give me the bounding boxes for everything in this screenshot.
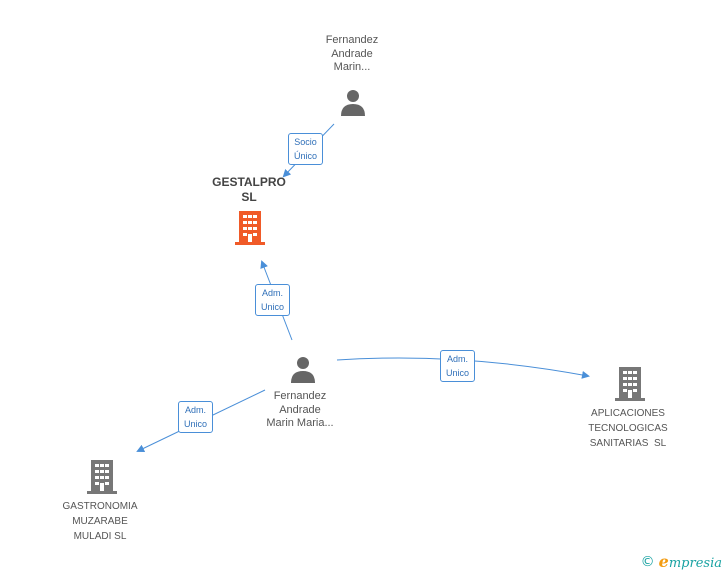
edge-label-adm-gestalpro[interactable]: Adm. Unico (255, 284, 291, 316)
label-line: Fernandez (325, 34, 379, 46)
label-line: Marin Maria... (266, 417, 334, 429)
label-line: Andrade (331, 47, 373, 60)
label-line: TECNOLOGICAS (588, 423, 668, 434)
label-line: GASTRONOMIA (62, 501, 138, 512)
brand-rest: mpresia (668, 556, 722, 571)
label-line: APLICACIONES (591, 408, 665, 419)
person-icon[interactable] (289, 355, 317, 383)
copyright-icon: © (640, 553, 655, 570)
label-line: MULADI SL (73, 531, 127, 542)
label-line: SANITARIAS SL (589, 438, 667, 449)
gastronomia-label[interactable]: GASTRONOMIA MUZARABE MULADI SL (62, 499, 137, 544)
label-line: Marin... (333, 61, 371, 73)
empresia-logo: empresia (659, 552, 722, 571)
edge-label-adm-gastronomia[interactable]: Adm. Unico (178, 401, 214, 433)
edge-label-line: Adm. (185, 405, 207, 415)
edge-label-line: Socio (294, 137, 317, 147)
company-building-icon[interactable] (615, 367, 645, 401)
edge-label-adm-aplicaciones[interactable]: Adm. Unico (440, 350, 476, 382)
edge-label-line: Adm. (447, 354, 469, 364)
gestalpro-label[interactable]: GESTALPRO SL (212, 175, 286, 205)
empresia-footer[interactable]: © empresia (641, 552, 722, 571)
edge-label-line: Unico (446, 368, 470, 378)
label-line: SL (241, 190, 257, 204)
person-top-label[interactable]: Fernandez Andrade Marin... (326, 34, 379, 75)
edge-label-line: Unico (184, 419, 208, 429)
brand-initial: e (658, 552, 669, 571)
person-center-label[interactable]: Fernandez Andrade Marin Maria... (266, 390, 333, 431)
label-line: Andrade (279, 403, 321, 416)
company-building-icon-highlighted[interactable] (235, 211, 265, 245)
aplicaciones-label[interactable]: APLICACIONES TECNOLOGICAS SANITARIAS SL (588, 406, 667, 451)
edge-label-socio-unico[interactable]: Socio Único (288, 133, 324, 165)
edge-label-line: Único (294, 151, 318, 161)
label-line: GESTALPRO (212, 175, 286, 189)
edge-label-line: Unico (261, 302, 285, 312)
label-line: Fernandez (273, 390, 327, 402)
edge-label-line: Adm. (262, 288, 284, 298)
label-line: MUZARABE (72, 516, 128, 527)
person-icon[interactable] (339, 88, 367, 116)
company-building-icon[interactable] (87, 460, 117, 494)
